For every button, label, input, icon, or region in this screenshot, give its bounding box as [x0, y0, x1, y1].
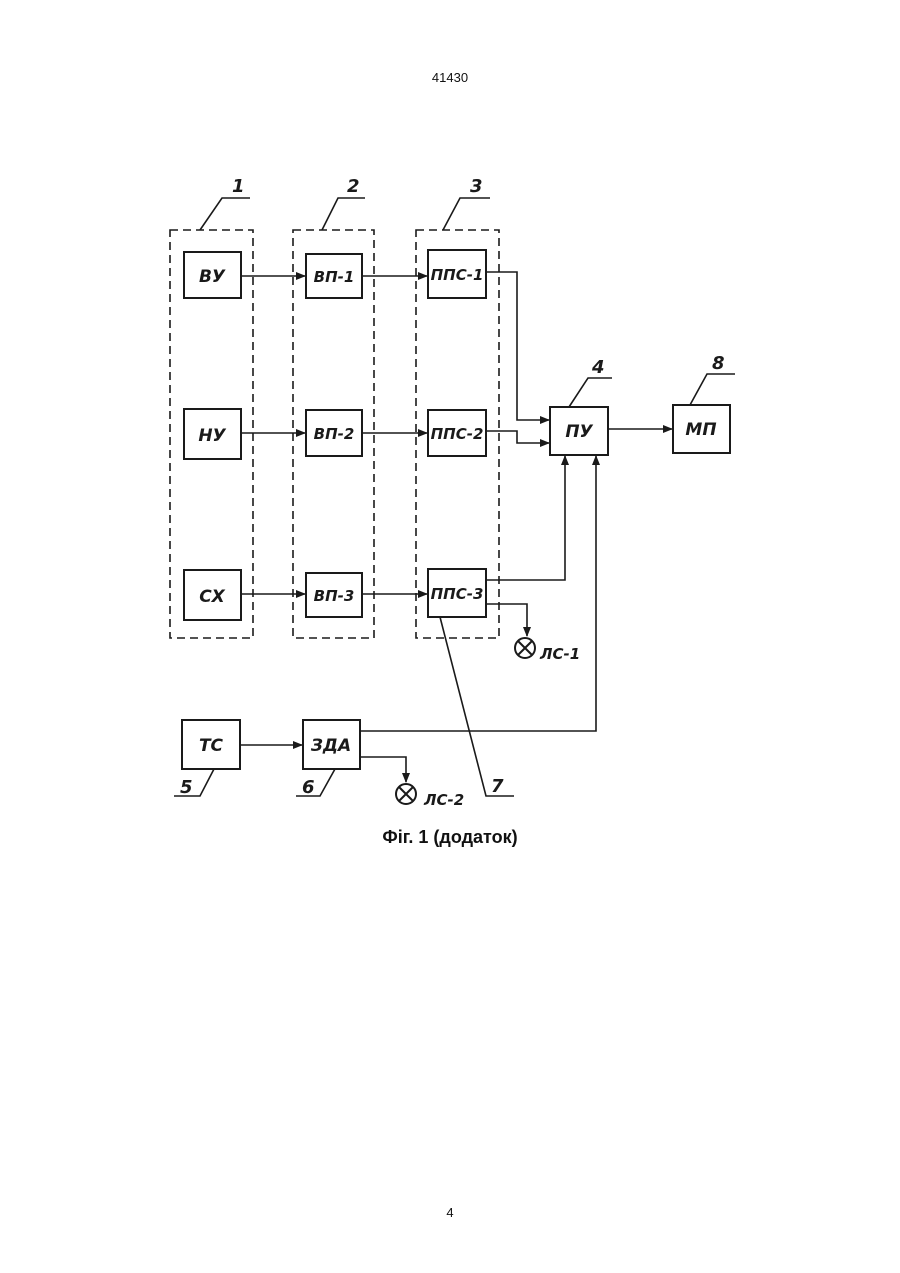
- group-3-number: 3: [470, 176, 483, 197]
- link-pps2-pu: [486, 431, 549, 443]
- ref-4-leader: [569, 378, 612, 407]
- group-3-leader: [443, 198, 490, 230]
- block-mp-label: МП: [685, 420, 716, 440]
- block-pps3-label: ППС-3: [431, 585, 484, 603]
- link-pps3-pu: [486, 456, 565, 580]
- block-vp1-label: ВП-1: [314, 268, 355, 286]
- ref-8-number: 8: [712, 353, 725, 374]
- block-nu-label: НУ: [198, 426, 226, 446]
- block-vp3-label: ВП-3: [314, 587, 355, 605]
- block-vp2-label: ВП-2: [314, 425, 355, 443]
- ref-8-leader: [690, 374, 735, 405]
- link-zda-ls2: [360, 757, 406, 782]
- ref-6-number: 6: [302, 777, 315, 798]
- ref-4-number: 4: [591, 357, 605, 378]
- ref-5-number: 5: [180, 777, 193, 798]
- ref-7-number: 7: [491, 776, 504, 797]
- figure-caption: Фіг. 1 (додаток): [0, 827, 900, 848]
- group-2-leader: [322, 198, 365, 230]
- block-sx-label: СХ: [199, 587, 225, 607]
- block-pu-label: ПУ: [565, 422, 593, 442]
- group-1-number: 1: [232, 176, 245, 197]
- block-zda-label: ЗДА: [310, 736, 351, 756]
- block-vu-label: ВУ: [199, 267, 226, 287]
- lamp-ls2-label: ЛС-2: [423, 791, 464, 809]
- lamp-ls2-icon: [396, 784, 416, 804]
- link-pps1-pu: [486, 272, 549, 420]
- block-pps1-label: ППС-1: [431, 266, 484, 284]
- group-2-number: 2: [347, 176, 360, 197]
- block-pps2-label: ППС-2: [431, 425, 484, 443]
- block-ts-label: ТС: [199, 736, 224, 756]
- page-number: 4: [0, 1205, 900, 1220]
- group-1-leader: [200, 198, 250, 230]
- ref-7-leader: [440, 617, 514, 796]
- lamp-ls1-icon: [515, 638, 535, 658]
- lamp-ls1-label: ЛС-1: [539, 645, 580, 663]
- link-pps3-ls1: [486, 604, 527, 636]
